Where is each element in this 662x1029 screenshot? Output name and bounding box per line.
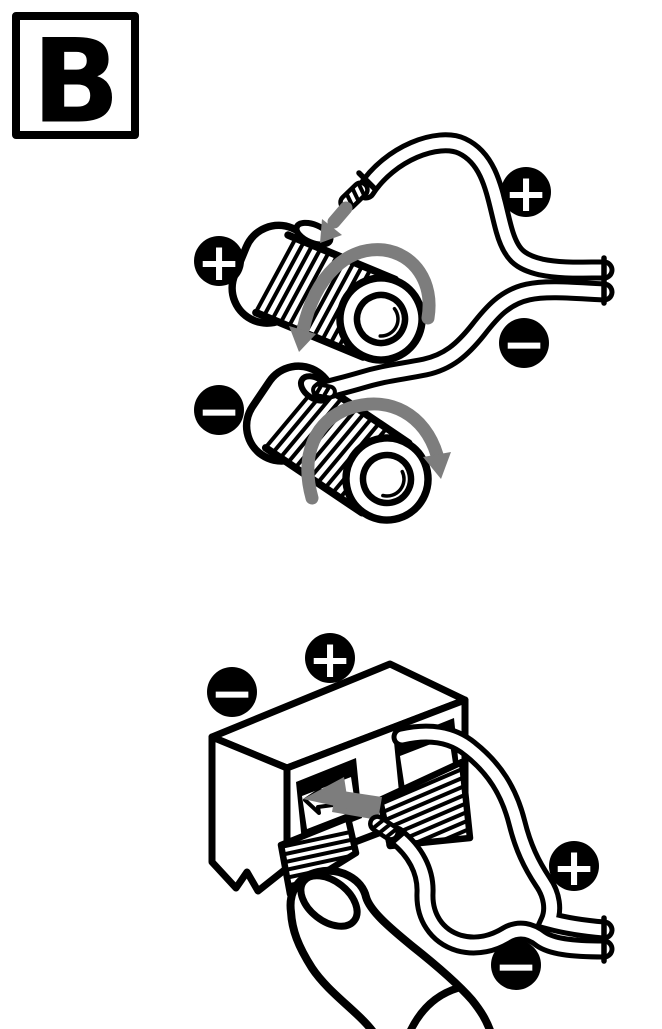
polarity-badge-plus: + bbox=[305, 630, 355, 690]
binding-post-diagram: + + − − bbox=[194, 132, 615, 524]
bare-wire-tip-negative bbox=[311, 382, 337, 400]
figure-label-letter: B bbox=[32, 15, 120, 150]
svg-text:+: + bbox=[504, 164, 548, 224]
svg-text:−: − bbox=[494, 937, 538, 997]
box-left-face bbox=[208, 733, 291, 895]
svg-text:−: − bbox=[210, 664, 254, 724]
knob-face-shading bbox=[378, 306, 400, 338]
spring-clip-diagram: − + + − bbox=[207, 630, 615, 1029]
fingernail bbox=[297, 872, 361, 930]
figure-label-border bbox=[12, 12, 139, 139]
polarity-badge-minus: − bbox=[207, 664, 257, 724]
insert-arrowhead bbox=[303, 777, 349, 809]
rotate-arrow-upper bbox=[289, 243, 436, 352]
polarity-badge-minus: − bbox=[499, 315, 549, 375]
insert-direction-arrow bbox=[320, 201, 353, 243]
polarity-badge-plus: + bbox=[501, 164, 551, 224]
rotate-arrow-lower bbox=[301, 397, 451, 505]
positive-speaker-wire bbox=[391, 723, 615, 941]
binding-post-knob-negative bbox=[242, 362, 432, 524]
svg-text:+: + bbox=[308, 630, 352, 690]
insert-arrowhead bbox=[320, 219, 342, 243]
svg-text:+: + bbox=[197, 233, 241, 293]
polarity-badge-minus: − bbox=[491, 937, 541, 997]
insulation-edge bbox=[356, 170, 378, 192]
svg-text:−: − bbox=[502, 315, 546, 375]
finger bbox=[286, 866, 494, 1029]
spring-clip-terminal-box bbox=[208, 660, 474, 898]
svg-text:−: − bbox=[197, 382, 241, 442]
bare-wire-tip bbox=[368, 814, 400, 842]
rotate-arrowhead bbox=[423, 452, 451, 479]
polarity-badge-plus: + bbox=[194, 233, 244, 293]
insert-direction-arrow bbox=[303, 777, 382, 820]
figure-label-box: B bbox=[12, 12, 139, 150]
negative-speaker-wire bbox=[311, 279, 615, 402]
positive-speaker-wire bbox=[355, 132, 615, 281]
svg-text:+: + bbox=[552, 838, 596, 898]
knob-face-shading bbox=[381, 469, 406, 498]
rotate-arrowhead bbox=[289, 326, 316, 352]
polarity-badge-plus: + bbox=[549, 838, 599, 898]
negative-speaker-wire bbox=[385, 825, 615, 960]
polarity-badge-minus: − bbox=[194, 382, 244, 442]
